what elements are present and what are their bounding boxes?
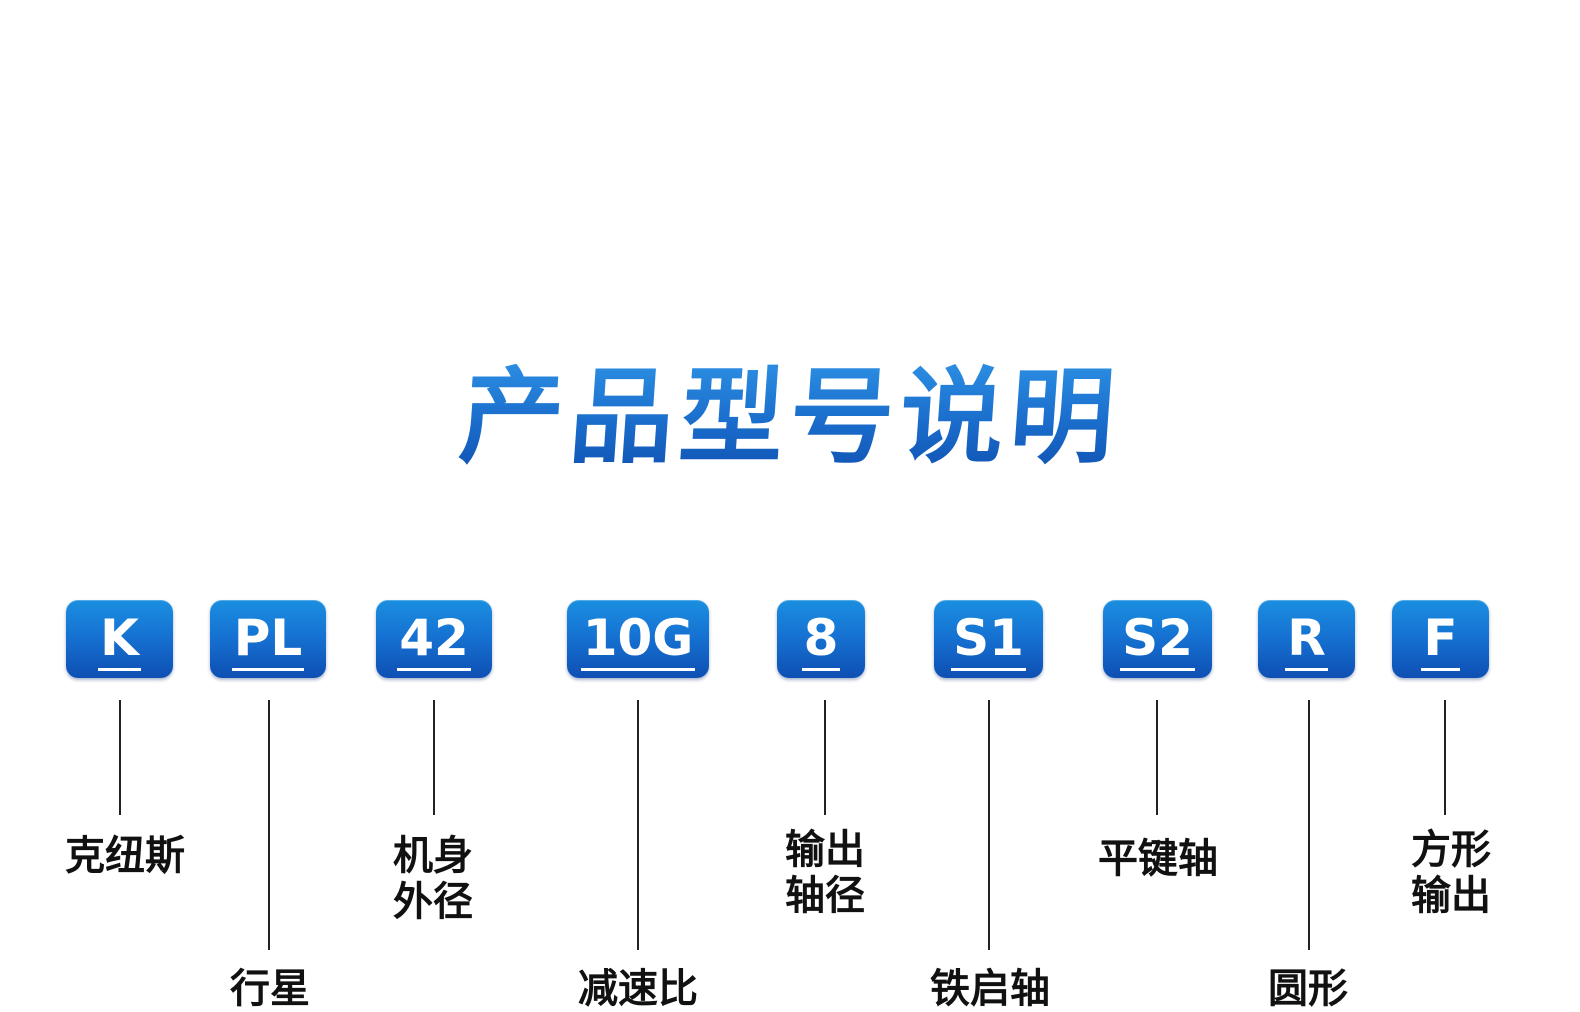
- code-label: 圆形: [1268, 966, 1348, 1012]
- code-box-k: K: [66, 600, 173, 678]
- connector-line: [637, 700, 639, 950]
- connector-line: [119, 700, 121, 815]
- connector-line: [1444, 700, 1446, 815]
- code-label: 克纽斯: [65, 833, 185, 879]
- code-box-r: R: [1258, 600, 1355, 678]
- code-label: 机身 外径: [393, 833, 473, 925]
- connector-line: [268, 700, 270, 950]
- code-box-42: 42: [376, 600, 492, 678]
- code-box-10g: 10G: [567, 600, 709, 678]
- code-text: S2: [1120, 610, 1195, 671]
- code-label: 行星: [230, 966, 310, 1012]
- code-text: PL: [231, 610, 305, 671]
- code-text: 10G: [580, 610, 696, 671]
- connector-line: [1156, 700, 1158, 815]
- code-label: 输出 轴径: [785, 827, 865, 919]
- code-text: S1: [951, 610, 1026, 671]
- code-text: 42: [397, 610, 471, 671]
- code-box-pl: PL: [210, 600, 326, 678]
- code-text: K: [98, 610, 141, 671]
- page-title: 产品型号说明: [0, 352, 1580, 482]
- code-label: 平键轴: [1098, 836, 1218, 882]
- connector-line: [433, 700, 435, 815]
- code-box-s2: S2: [1103, 600, 1212, 678]
- code-label: 减速比: [578, 966, 698, 1012]
- connector-line: [988, 700, 990, 950]
- code-label: 方形 输出: [1411, 827, 1491, 919]
- code-box-8: 8: [777, 600, 865, 678]
- code-text: F: [1421, 610, 1460, 671]
- code-text: R: [1285, 610, 1328, 671]
- connector-line: [824, 700, 826, 815]
- code-box-f: F: [1392, 600, 1489, 678]
- code-text: 8: [801, 610, 841, 671]
- connector-line: [1308, 700, 1310, 950]
- code-label: 铁启轴: [930, 966, 1050, 1012]
- code-box-s1: S1: [934, 600, 1043, 678]
